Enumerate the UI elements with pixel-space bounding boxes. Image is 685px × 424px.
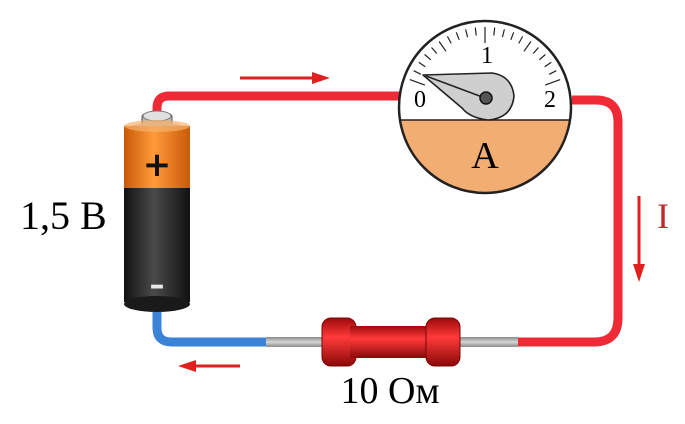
scale-tick (409, 79, 426, 86)
ammeter-pivot (479, 91, 493, 105)
scale-tick (548, 70, 557, 75)
ammeter-scale-ticks (409, 27, 561, 86)
ammeter-scale-0: 0 (414, 87, 426, 113)
ammeter-needle (425, 75, 486, 99)
ammeter-pointer-hub (422, 72, 515, 121)
ammeter-unit-label: A (471, 135, 499, 177)
resistor (321, 317, 461, 367)
battery: + – (124, 110, 190, 312)
scale-tick (438, 41, 447, 52)
wire-negative (152, 312, 266, 347)
wire-positive-right (516, 95, 623, 347)
scale-tick (418, 61, 426, 68)
scale-tick (413, 70, 422, 75)
arrow-bottom-left (178, 360, 240, 372)
scale-tick (544, 79, 561, 86)
ammeter-scale-1: 1 (481, 43, 493, 69)
scale-tick (501, 29, 505, 38)
battery-minus-symbol: – (150, 268, 165, 303)
ammeter: 0 1 2 A (397, 19, 573, 195)
scale-tick (510, 32, 515, 41)
arrow-right-down (633, 196, 645, 282)
resistor-lead-left (266, 337, 326, 347)
resistor-label: 10 Ом (341, 370, 440, 412)
scale-tick (474, 27, 477, 36)
scale-tick (538, 54, 546, 61)
wire-positive-top (152, 91, 403, 125)
battery-voltage-label: 1,5 В (20, 193, 107, 238)
battery-plus-symbol: + (143, 145, 172, 185)
scale-tick (424, 54, 432, 61)
arrow-top-right (240, 72, 330, 84)
scale-tick (544, 61, 552, 68)
scale-tick (532, 47, 539, 54)
battery-body (124, 188, 190, 302)
scale-tick (493, 27, 496, 36)
scale-tick (446, 36, 452, 44)
scale-tick (431, 47, 438, 54)
scale-tick (523, 41, 532, 52)
ammeter-scale-2: 2 (544, 87, 556, 113)
scale-tick (518, 36, 524, 44)
battery-top (124, 126, 190, 188)
resistor-lead-right (456, 337, 518, 347)
scale-tick (455, 32, 460, 41)
scale-tick (465, 29, 469, 38)
current-label: I (657, 196, 669, 236)
